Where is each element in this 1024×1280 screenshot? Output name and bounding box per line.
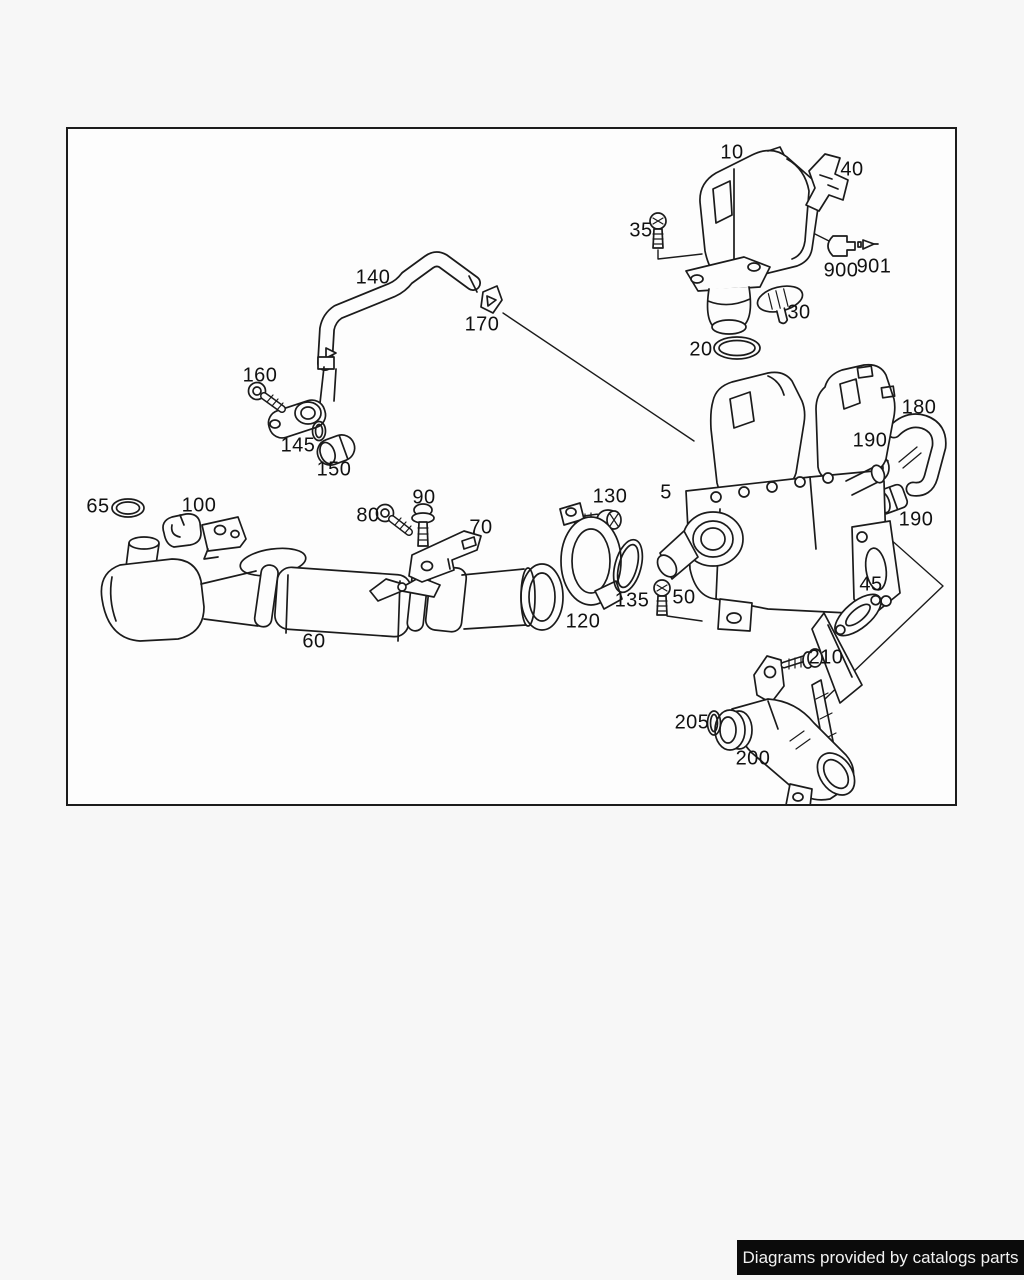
- callout-30: 30: [787, 301, 811, 324]
- callout-10: 10: [720, 141, 744, 164]
- part-120-clamp-bracket: [560, 503, 622, 609]
- callout-90: 90: [412, 486, 436, 509]
- callout-190-upper: 190: [852, 429, 888, 452]
- callout-190-lower: 190: [898, 508, 934, 531]
- part-205-o-ring: [708, 711, 721, 735]
- parts-line-art: [68, 129, 955, 804]
- part-70-bracket: [409, 531, 481, 582]
- callout-50: 50: [672, 586, 696, 609]
- part-170-clamp: [481, 286, 502, 313]
- callout-60: 60: [302, 630, 326, 653]
- callout-135: 135: [614, 589, 650, 612]
- part-50-screw: [654, 580, 670, 615]
- callout-120: 120: [565, 610, 601, 633]
- part-135-seal-ring: [608, 537, 647, 596]
- part-30-plate: [755, 282, 808, 329]
- callout-35: 35: [629, 219, 653, 242]
- part-901-connector: [858, 240, 878, 249]
- credits-badge: Diagrams provided by catalogs parts: [737, 1240, 1024, 1275]
- part-80-bolt: [377, 505, 412, 534]
- part-20-seal-ring: [714, 337, 760, 359]
- part-35-screw: [650, 213, 666, 248]
- callout-40: 40: [840, 158, 864, 181]
- part-100-holder-bracket: [163, 514, 246, 559]
- part-65-o-ring: [112, 499, 144, 517]
- leader-170-assembly: [503, 313, 694, 441]
- callout-150: 150: [316, 458, 352, 481]
- callout-20: 20: [689, 338, 713, 361]
- diagram-frame: 10 40 35 900 901 30 20 140 170 160 145 1…: [66, 127, 957, 806]
- part-90-screw: [412, 504, 434, 546]
- part-150-plug: [314, 431, 359, 468]
- part-45-gasket: [828, 587, 888, 643]
- callout-130: 130: [592, 485, 628, 508]
- part-900-connector: [828, 236, 855, 256]
- part-200-egr-pipe: [715, 656, 862, 804]
- leader-50: [667, 616, 702, 621]
- callout-5: 5: [660, 481, 672, 504]
- callout-901: 901: [856, 255, 892, 278]
- callout-45: 45: [859, 573, 883, 596]
- part-210-bolt: [784, 649, 822, 669]
- part-140-hose: [318, 259, 477, 369]
- part-145-o-ring: [313, 422, 326, 441]
- callout-65: 65: [86, 495, 110, 518]
- callout-170: 170: [464, 313, 500, 336]
- callout-160: 160: [242, 364, 278, 387]
- callout-100: 100: [181, 494, 217, 517]
- part-5-egr-module-assembly: [654, 365, 900, 703]
- callout-70: 70: [469, 516, 493, 539]
- part-180-hose: [894, 421, 939, 490]
- part-60-exhaust-pipe: [101, 537, 563, 641]
- part-40-bracket: [806, 154, 848, 211]
- credits-text: Diagrams provided by catalogs parts: [742, 1247, 1019, 1267]
- callout-180: 180: [901, 396, 937, 419]
- leader-190-pipe: [825, 522, 943, 699]
- part-160-fitting: [249, 383, 284, 411]
- callout-80: 80: [356, 504, 380, 527]
- callout-140: 140: [355, 266, 391, 289]
- callout-210: 210: [808, 646, 844, 669]
- callout-145: 145: [280, 434, 316, 457]
- callout-200: 200: [735, 747, 771, 770]
- callout-900: 900: [823, 259, 859, 282]
- part-10-egr-valve: [686, 147, 819, 334]
- leader-35: [658, 250, 702, 259]
- callout-205: 205: [674, 711, 710, 734]
